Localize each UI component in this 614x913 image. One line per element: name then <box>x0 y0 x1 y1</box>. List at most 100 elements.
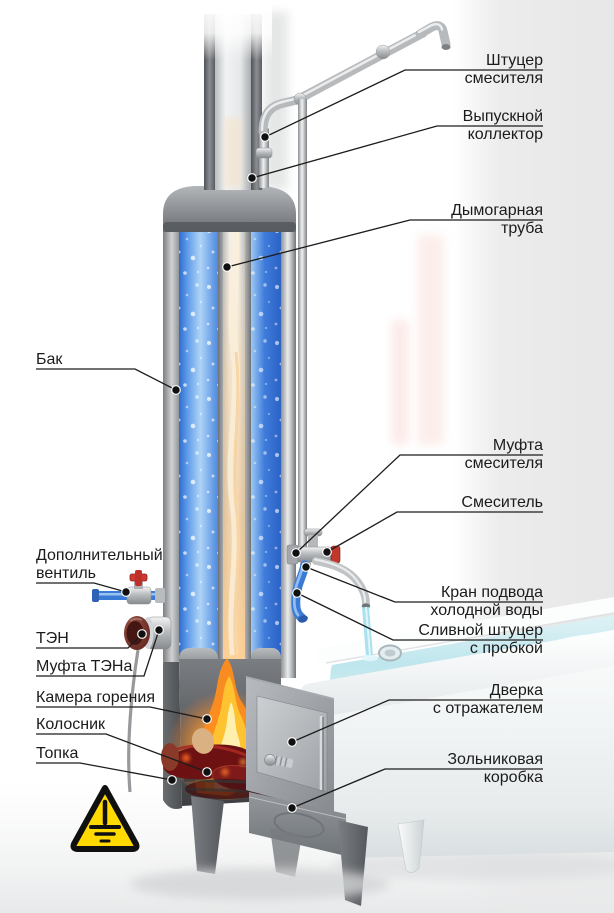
label-dop-ventil: Дополнительный вентиль <box>36 547 163 582</box>
tank-cutaway <box>163 210 296 678</box>
leader-mufta-tena <box>36 629 160 677</box>
chimney-top-fade <box>198 0 272 60</box>
dot-mufta-tena <box>154 625 164 635</box>
leader-shtutser-smesitelya <box>264 69 543 138</box>
tub-shadow <box>330 852 614 880</box>
hot-water-downpipe <box>298 99 307 549</box>
dot-dverka <box>287 737 297 747</box>
ember <box>221 768 229 776</box>
label-kran-podvoda: Кран подвода холодной воды <box>430 584 543 619</box>
tank-dome-collector <box>163 186 296 232</box>
shower-outlet-opening <box>441 44 451 50</box>
bathtub <box>298 597 614 880</box>
mixer-valve-stem <box>308 535 318 547</box>
leader-kamera-goreniya <box>36 706 208 720</box>
dot-bak <box>171 385 181 395</box>
chimney-cut-wall-left <box>204 14 215 190</box>
door-bolt <box>270 755 294 768</box>
label-shtutser-smesitelya: Штуцер смесителя <box>464 52 543 87</box>
dot-dop-ventil <box>121 587 131 597</box>
grate-bar <box>185 787 275 794</box>
ten-cap-highlight <box>129 617 143 622</box>
tub-body <box>304 666 614 858</box>
mixer-valve-knob <box>303 528 323 537</box>
firebox <box>130 658 390 906</box>
label-smesitel: Смеситель <box>461 494 543 511</box>
drain-fitting-plug <box>298 615 308 623</box>
log-end <box>161 743 179 771</box>
power-cable <box>127 649 140 793</box>
leader-kran-podvoda <box>305 566 543 603</box>
dot-kran-podvoda <box>301 562 311 572</box>
leader-vypusknoy-kollektor <box>251 125 543 179</box>
label-mufta-tena: Муфта ТЭНа <box>36 658 133 675</box>
tub-rim-edge <box>325 612 614 664</box>
leader-dverka <box>291 699 543 743</box>
leader-slivnoy-shtutser <box>296 592 543 641</box>
water-bubbles-right <box>251 210 281 659</box>
label-slivnoy-shtutser: Сливной штуцер с пробкой <box>418 622 543 657</box>
label-kolosnik: Колосник <box>36 716 106 733</box>
leader-mufta-smesitelya <box>295 454 543 554</box>
label-dverka: Дверка с отражателем <box>432 682 543 717</box>
stove-leg <box>191 796 224 874</box>
water-bubbles-left <box>179 210 218 660</box>
fire-tube-flame-core <box>233 351 240 656</box>
leader-zolnikovaya-korobka <box>291 768 543 809</box>
stove-shadow <box>130 868 390 900</box>
stove-leg-shadow <box>270 828 302 877</box>
label-bak: Бак <box>36 351 63 368</box>
water-stream-core <box>365 606 371 656</box>
label-kamera-goreniya: Камера горения <box>36 689 155 706</box>
tub-leg <box>397 819 425 873</box>
fire-tube-flame <box>227 217 240 656</box>
leader-dymogarnaya-truba <box>226 219 543 268</box>
water-splash <box>362 654 378 662</box>
tank-right-wall <box>281 226 296 678</box>
shower-pipe-assembly <box>255 21 451 549</box>
leader-topka <box>36 762 173 781</box>
label-vypusknoy-kollektor: Выпускной коллектор <box>462 108 543 143</box>
callout-dots <box>121 132 332 813</box>
dome-seam <box>163 222 296 232</box>
dot-kamera-goreniya <box>202 714 212 724</box>
shower-pipe-highlight <box>260 30 424 132</box>
label-topka: Топка <box>36 745 79 762</box>
burning-logs <box>161 728 269 799</box>
tub-near-rim <box>298 630 614 724</box>
leader-bak <box>36 368 177 391</box>
water-heater <box>92 0 451 906</box>
drain-plug-center <box>384 649 396 657</box>
dot-mufta-smesitelya <box>291 548 301 558</box>
pipe-coupling <box>375 44 391 60</box>
ten-cap-center <box>126 621 144 645</box>
leader-lines <box>36 69 543 809</box>
dot-smesitel <box>322 547 332 557</box>
bolt-thread <box>274 755 278 765</box>
dot-kolosnik <box>202 767 212 777</box>
dot-vypusknoy-kollektor <box>247 173 257 183</box>
chimney <box>198 0 272 190</box>
elbow-highlight <box>417 22 444 34</box>
pipe-tank-nut <box>155 588 165 603</box>
ash-box <box>249 792 346 856</box>
ember <box>182 754 190 762</box>
valve-handle-vertical <box>135 570 142 586</box>
label-ten: ТЭН <box>36 630 69 647</box>
dot-slivnoy-shtutser <box>292 588 302 598</box>
grounding-warning-icon <box>70 785 140 852</box>
tank-left-wall <box>163 226 179 666</box>
bolt-thread <box>279 756 283 766</box>
bolt-thread <box>284 757 288 767</box>
label-mufta-smesitelya: Муфта смесителя <box>464 437 543 472</box>
fitting-nut <box>255 147 273 159</box>
label-zolnikovaya-korobka: Зольниковая коробка <box>447 751 543 786</box>
dot-shtutser-smesitelya <box>260 132 270 142</box>
flame-reflection <box>418 235 444 445</box>
ember <box>240 759 246 765</box>
ash-box-seam <box>248 796 347 820</box>
bolt-head <box>264 754 276 766</box>
dot-zolnikovaya-korobka <box>287 803 297 813</box>
